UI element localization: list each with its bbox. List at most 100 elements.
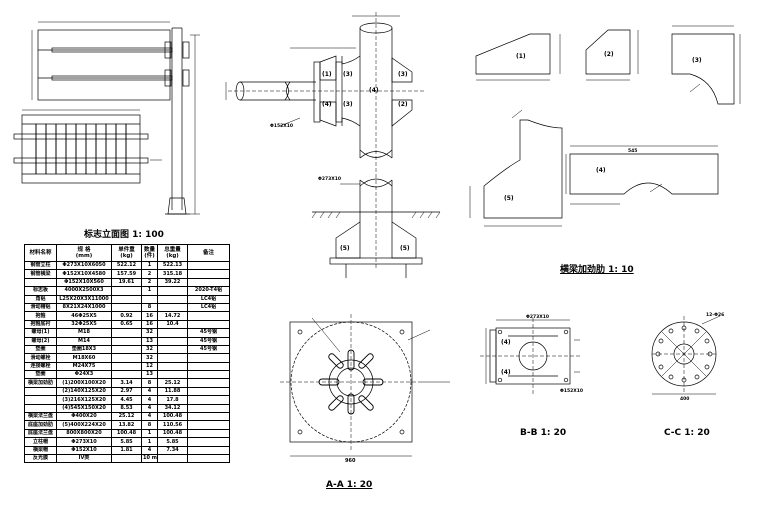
section-cc-title: C-C 1: 20 (664, 428, 710, 438)
table-cell (111, 361, 142, 372)
label-d273: Φ273X10 (318, 176, 341, 182)
label-cc-dim400: 400 (680, 396, 689, 402)
table-cell: M18 (56, 328, 112, 338)
table-cell (111, 294, 142, 304)
table-cell: 8 (141, 420, 158, 430)
stiffener-details (469, 25, 741, 227)
label-p3b-center: (3) (398, 71, 408, 78)
table-cell (157, 294, 188, 304)
label-p1-center: (1) (322, 71, 332, 78)
table-cell: 横梁加劲肋 (24, 378, 57, 388)
table-cell: 45号钢 (187, 336, 230, 346)
table-cell: 8X21X24X1000 (56, 302, 112, 313)
label-bb-d152: Φ152X10 (560, 388, 583, 394)
table-cell (111, 344, 142, 355)
table-cell (111, 336, 142, 346)
table-cell: 11.88 (157, 386, 188, 397)
table-cell (187, 386, 230, 397)
table-cell (187, 277, 230, 288)
table-cell: 钢管立柱 (24, 260, 57, 271)
table-cell: 100.48 (157, 428, 188, 439)
table-cell: 315.18 (157, 269, 188, 279)
table-cell: 800X800X20 (56, 428, 112, 439)
table-cell (157, 361, 188, 372)
table-cell: 17.8 (157, 395, 188, 405)
table-cell: 立柱帽 (24, 437, 57, 447)
table-cell (187, 453, 230, 464)
table-cell: 反光膜 (24, 453, 57, 464)
stiffener-title: 横梁加劲肋 1: 10 (560, 265, 634, 275)
table-cell: Φ273X10 (56, 437, 112, 447)
table-cell (157, 344, 188, 355)
label-stiffener-2: (2) (604, 51, 614, 58)
table-cell (157, 336, 188, 346)
table-cell: 底座法兰盘 (24, 428, 57, 439)
table-cell: 螺母(1) (24, 328, 57, 338)
table-cell (24, 395, 57, 405)
table-cell (24, 403, 57, 414)
section-aa-view (280, 314, 450, 457)
table-cell: 16 (141, 311, 158, 321)
table-cell: 底座加劲肋 (24, 420, 57, 430)
table-cell: 2020-T4铝 (187, 286, 230, 296)
table-cell (187, 403, 230, 414)
table-cell (157, 370, 188, 380)
table-cell: 螺母(2) (24, 336, 57, 346)
table-header-cell: 规 格 (mm) (56, 244, 112, 262)
table-cell: 157.59 (111, 269, 142, 279)
table-cell: 32Φ25X5 (56, 319, 112, 330)
table-cell (111, 328, 142, 338)
table-cell (111, 453, 142, 464)
table-cell: 14.72 (157, 311, 188, 321)
table-cell (157, 302, 188, 313)
table-cell: Φ24X3 (56, 370, 112, 380)
table-cell: 13 (141, 336, 158, 346)
label-p3c-center: (3) (343, 101, 353, 108)
table-cell: 100.48 (111, 428, 142, 439)
table-cell (111, 286, 142, 296)
table-cell: 2 (141, 269, 158, 279)
label-bb-p4-bottom: (4) (501, 369, 511, 376)
label-bb-d273: Φ273X10 (526, 314, 549, 320)
elevation-title: 标志立面图 1: 100 (84, 230, 164, 240)
label-cc-holes: 12-Φ26 (706, 312, 724, 318)
table-cell: 抱箍 (24, 311, 57, 321)
table-cell (187, 445, 230, 456)
table-cell: 34.12 (157, 403, 188, 414)
table-cell (187, 378, 230, 388)
table-cell: 45号钢 (187, 328, 230, 338)
table-cell: 4.45 (111, 395, 142, 405)
table-cell: 32 (141, 344, 158, 355)
table-cell (187, 319, 230, 330)
table-cell: 1.81 (111, 445, 142, 456)
table-cell: 522.13 (157, 260, 188, 271)
table-cell: (5)400X224X20 (56, 420, 112, 430)
label-dim960: 960 (345, 458, 356, 464)
table-cell: M18X60 (56, 353, 112, 363)
table-cell (187, 420, 230, 430)
table-header-cell: 单件重 (kg) (111, 244, 142, 262)
table-cell: LC4铝 (187, 302, 230, 313)
label-p3-center: (3) (343, 71, 353, 78)
table-cell: (4)545X150X20 (56, 403, 112, 414)
table-cell: Φ400X20 (56, 412, 112, 422)
table-cell: Φ273X10X6050 (56, 260, 112, 271)
table-cell: 4000X2500X3 (56, 286, 112, 296)
label-p5-base-right: (5) (400, 245, 410, 252)
table-cell: 46Φ25X5 (56, 311, 112, 321)
table-cell: 522.12 (111, 260, 142, 271)
table-cell (187, 353, 230, 363)
table-cell: 13.82 (111, 420, 142, 430)
table-cell: M24X75 (56, 361, 112, 372)
table-cell: 滑动槽铝 (24, 302, 57, 313)
table-cell (187, 361, 230, 372)
